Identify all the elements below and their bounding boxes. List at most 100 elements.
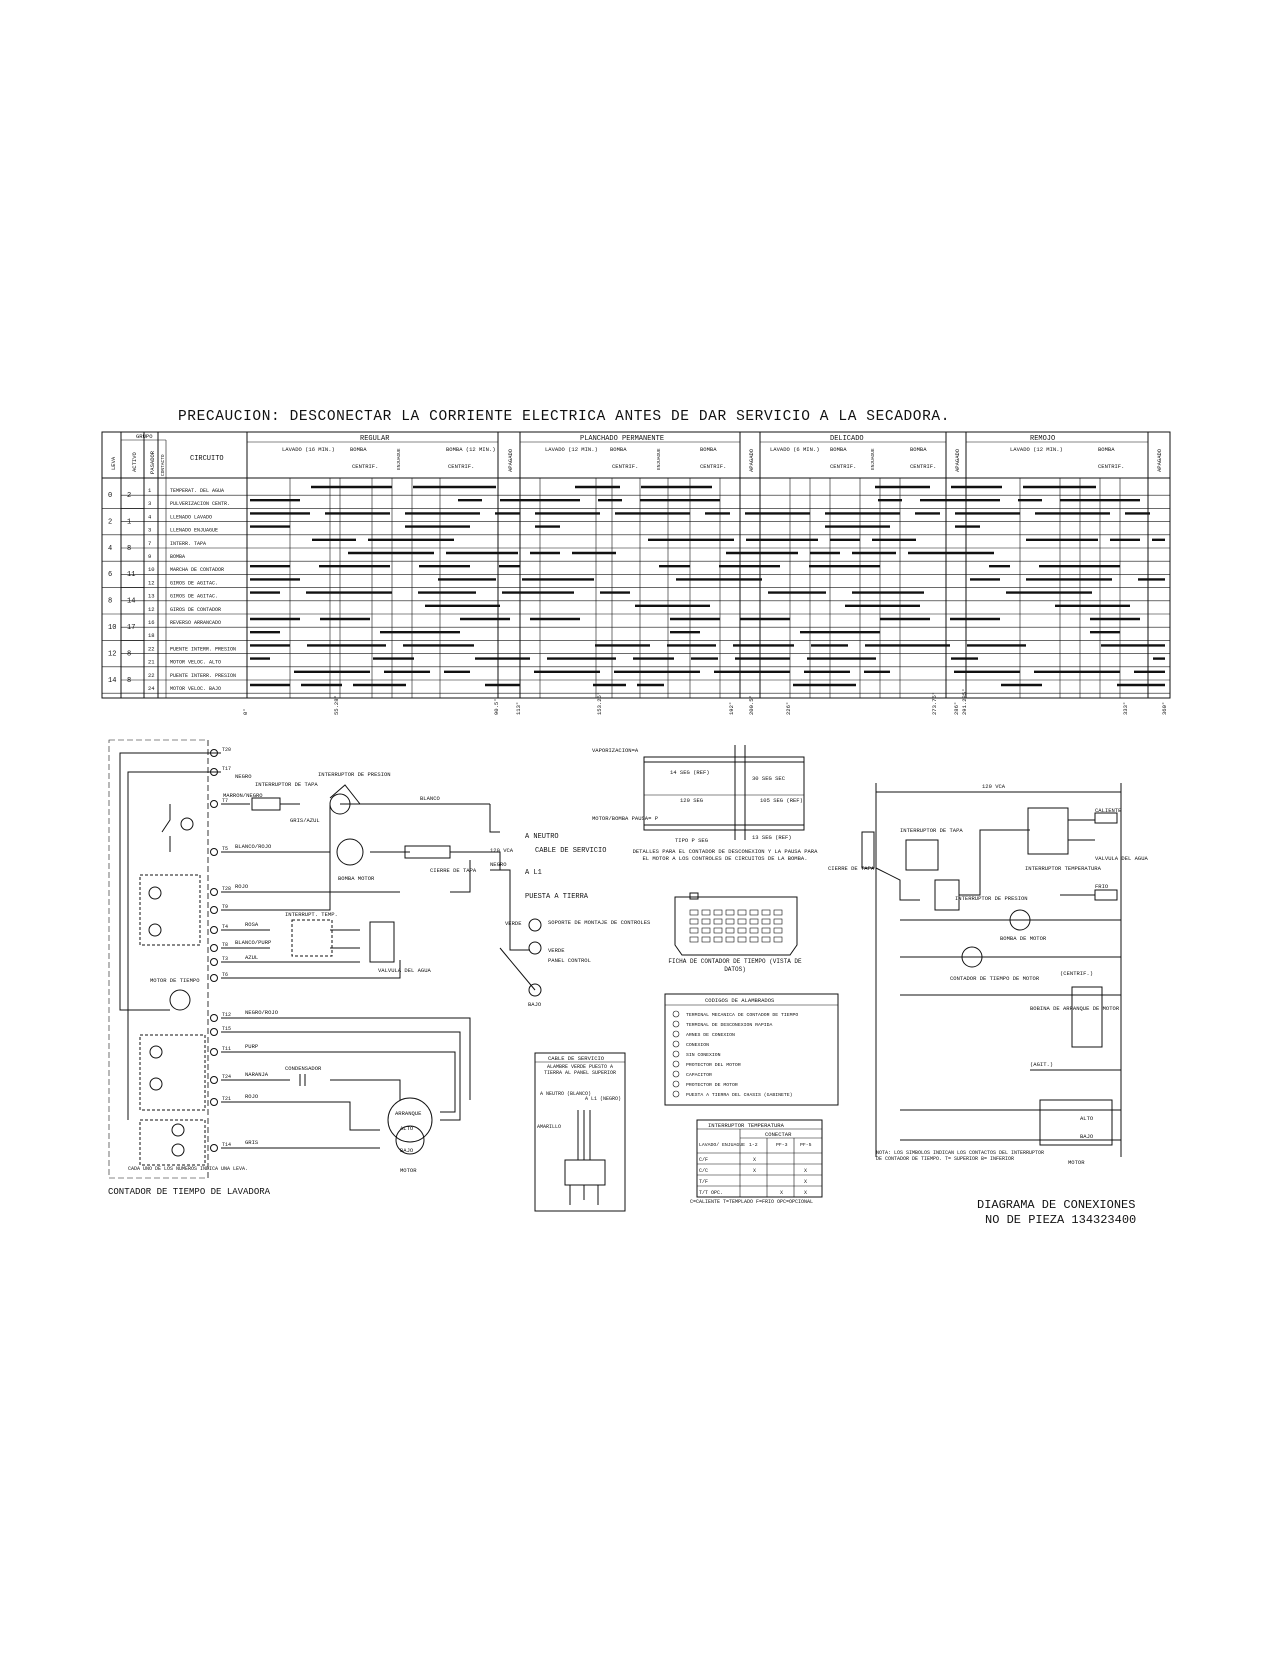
plug-pin	[689, 927, 699, 934]
plug-pin	[773, 909, 783, 916]
temp-table-cell: X	[804, 1168, 807, 1174]
timing-vaporization: VAPORIZACION=A	[592, 747, 639, 754]
part-pressure-switch: INTERRUPTOR DE PRESION	[318, 771, 391, 778]
step-pp-enjuague: ENJUAGUE	[656, 448, 662, 470]
ladder-temp-switch: INTERRUPTOR TEMPERATURA	[1025, 865, 1102, 872]
row-pin: 13	[148, 593, 155, 600]
part-bajo: BAJO	[528, 1001, 542, 1008]
wire-blanco-rojo: BLANCO/ROJO	[235, 843, 272, 850]
timing-details: DETALLES PARA EL CONTADOR DE DESCONEXION…	[632, 848, 818, 862]
plug-pin	[725, 927, 735, 934]
legend-symbol-icon	[672, 1080, 680, 1088]
temp-table-cell: C/F	[699, 1157, 708, 1163]
timing-13sec: 13 SEG (REF)	[752, 834, 792, 841]
row-circuit: GIROS DE CONTADOR	[170, 607, 221, 613]
row-circuit: REVERSO ARRANCADO	[170, 620, 221, 626]
part-motor: MOTOR	[400, 1167, 417, 1174]
legend-symbol-icon	[672, 1040, 680, 1048]
degree-tick: 273.75°	[931, 692, 938, 715]
temp-table-col: 1-2	[749, 1142, 758, 1148]
terminal-icon	[210, 958, 218, 966]
degree-tick: 90.5°	[493, 698, 500, 715]
degree-tick: 113°	[515, 702, 522, 715]
col-leva: LEVA	[110, 456, 117, 470]
degree-tick: 192°	[728, 702, 735, 715]
wire-marron: MARRON/NEGRO	[223, 792, 263, 799]
temp-table-col: LAVADO/ ENJUAGUE	[699, 1142, 745, 1148]
legend-items: TERMINAL MECANICA DE CONTADOR DE TIEMPOT…	[672, 1010, 798, 1098]
legend-item: CONEXION	[686, 1042, 709, 1048]
terminal-icon	[210, 800, 218, 808]
ladder-timer-motor: CONTADOR DE TIEMPO DE MOTOR	[950, 975, 1040, 982]
plug-pin	[713, 909, 723, 916]
plug-pin	[737, 909, 747, 916]
temp-table-cell: X	[804, 1179, 807, 1185]
wire-blanco-purp: BLANCO/PURP	[235, 939, 271, 946]
row-pin: 24	[148, 685, 155, 692]
part-note: CADA UNO DE LOS NUMEROS INDICA UNA LEVA.	[128, 1166, 248, 1172]
step-pp-bomba: BOMBA	[610, 446, 627, 453]
row-pin: 18	[148, 632, 155, 639]
degree-tick: 0°	[242, 708, 249, 715]
ladder-pump: BOMBA DE MOTOR	[1000, 935, 1047, 942]
part-neutral: A NEUTRO	[525, 833, 559, 841]
temp-table-cell: T/T OPC.	[699, 1190, 723, 1196]
sub-pp-centrif2: CENTRIF.	[700, 463, 726, 470]
legend-symbol-icon	[672, 1010, 680, 1018]
apagado-4: APAGADO	[1156, 448, 1163, 472]
timer-caption: CONTADOR DE TIEMPO DE LAVADORA	[108, 1187, 271, 1197]
row-activo: 8	[127, 545, 131, 553]
part-temp-switch: INTERRUPT. TEMP.	[285, 911, 338, 918]
service-box-neutral: A NEUTRO (BLANCO)	[540, 1091, 591, 1097]
sub-del-centrif1: CENTRIF.	[830, 463, 856, 470]
legend-symbol-icon	[672, 1090, 680, 1098]
terminal-icon	[210, 944, 218, 952]
degree-tick: 226°	[785, 702, 792, 715]
row-circuit: PULVERIZACION CENTR.	[170, 501, 230, 507]
service-box-l1: A L1 (NEGRO)	[585, 1096, 621, 1102]
terminal-label: T14	[222, 1142, 231, 1148]
row-pin: 22	[148, 645, 155, 652]
wire-rojo: ROJO	[235, 883, 249, 890]
ladder-cold: FRIO	[1095, 883, 1109, 890]
temp-table-cell: T/F	[699, 1179, 708, 1185]
ladder-voltage: 120 VCA	[982, 783, 1006, 790]
washer-wiring-diagram: T20T17T7T5T28T9T4T8T3T6T12T15T11T24T21T1…	[108, 739, 651, 1197]
row-circuit: PUENTE INTERR. PRESION	[170, 646, 236, 652]
row-leva: 4	[108, 545, 112, 553]
legend-symbol-icon	[672, 1060, 680, 1068]
legend-item: ARNES DE CONEXION	[686, 1032, 735, 1038]
terminal-label: T3	[222, 956, 228, 962]
plug-pin	[737, 918, 747, 925]
legend-symbol-icon	[672, 1070, 680, 1078]
row-activo: 2	[127, 492, 131, 500]
legend-item: TERMINAL DE DESCONEXION RAPIDA	[686, 1022, 772, 1028]
terminal-label: T9	[222, 904, 228, 910]
terminal-icon	[210, 1028, 218, 1036]
row-pin: 1	[148, 487, 152, 494]
timing-120sec: 120 SEG	[680, 797, 703, 804]
temp-table-cell: C/C	[699, 1168, 708, 1174]
temp-switch-table: INTERRUPTOR TEMPERATURA CONECTAR LAVADO/…	[690, 1119, 823, 1205]
plug-pin	[701, 918, 711, 925]
timer-terminals: T20T17T7T5T28T9T4T8T3T6T12T15T11T24T21T1…	[210, 747, 231, 1152]
timer-chart-bars	[250, 485, 1165, 687]
ladder-hot: CALIENTE	[1095, 807, 1122, 814]
timer-plug	[674, 892, 798, 956]
part-ground: PUESTA A TIERRA	[525, 893, 589, 901]
terminal-label: T12	[222, 1012, 231, 1018]
footer-part: NO DE PIEZA 134323400	[985, 1213, 1136, 1227]
row-pin: 4	[148, 513, 152, 520]
step-del-enjuague: ENJUAGUE	[870, 448, 876, 470]
legend-symbol-icon	[672, 1030, 680, 1038]
step-del-bomba: BOMBA	[830, 446, 847, 453]
degree-tick: 333°	[1122, 702, 1129, 715]
row-circuit: GIROS DE AGITAC.	[170, 580, 218, 586]
row-activo: 1	[127, 518, 131, 526]
row-pin: 22	[148, 672, 155, 679]
ladder-lid-lock: CIERRE DE TAPA	[828, 865, 875, 872]
ladder-note: NOTA: LOS SIMBOLOS INDICAN LOS CONTACTOS…	[876, 1150, 1045, 1162]
